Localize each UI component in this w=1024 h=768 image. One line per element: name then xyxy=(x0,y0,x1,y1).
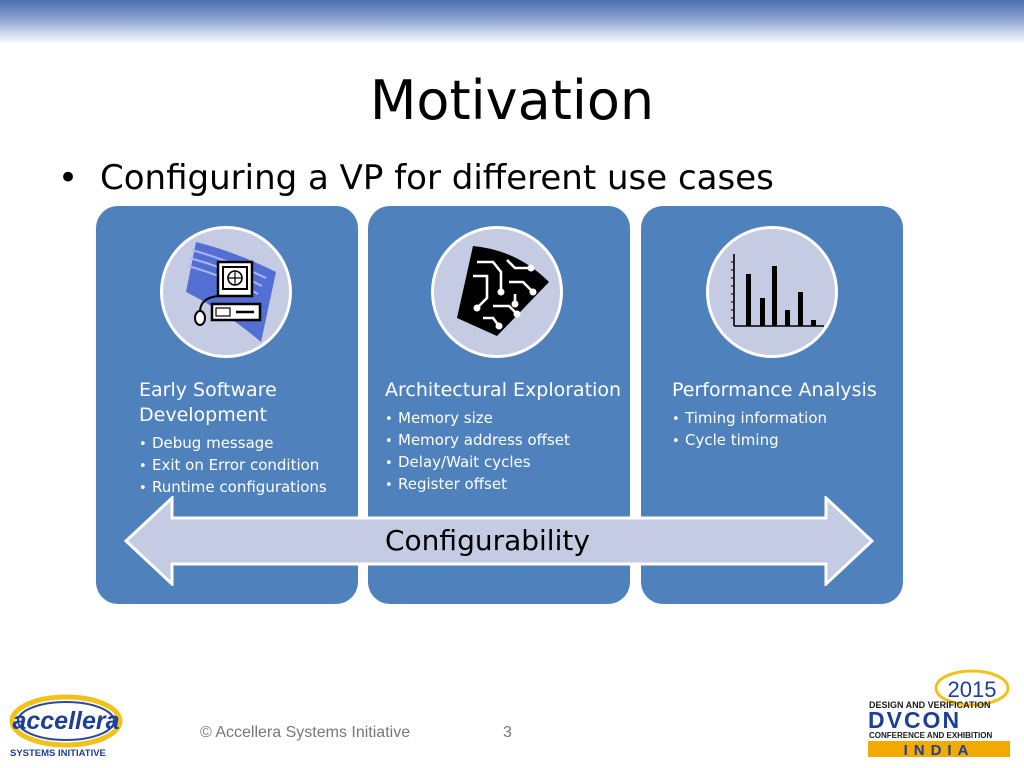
footer-copyright: © Accellera Systems Initiative xyxy=(200,724,411,741)
svg-text:2015: 2015 xyxy=(948,677,997,702)
main-bullet: • Configuring a VP for different use case… xyxy=(58,156,774,200)
computer-icon xyxy=(160,226,292,358)
slide-title: Motivation xyxy=(369,69,655,132)
list-item: Register offset xyxy=(385,474,570,496)
accellera-logo: accellera SYSTEMS INITIATIVE xyxy=(9,694,123,759)
card-list: Memory size Memory address offset Delay/… xyxy=(385,408,570,496)
svg-text:INDIA: INDIA xyxy=(904,742,975,759)
list-item: Runtime configurations xyxy=(139,477,327,499)
arrow-label: Configurability xyxy=(385,524,590,557)
svg-text:accellera: accellera xyxy=(12,707,119,735)
top-gradient-band xyxy=(0,0,1024,44)
list-item: Memory size xyxy=(385,408,570,430)
bar-chart-icon xyxy=(706,226,838,358)
main-bullet-text: Configuring a VP for different use cases xyxy=(100,158,774,198)
card-list: Debug message Exit on Error condition Ru… xyxy=(139,433,327,499)
svg-text:DVCON: DVCON xyxy=(868,707,961,733)
list-item: Debug message xyxy=(139,433,327,455)
card-title: Early Software Development xyxy=(139,378,277,428)
list-item: Timing information xyxy=(672,408,827,430)
card-title-line-2: Development xyxy=(139,404,267,426)
dvcon-india-logo: 2015 DESIGN AND VERIFICATION DVCON CONFE… xyxy=(868,669,1010,759)
bullet-dot: • xyxy=(58,158,79,198)
card-title: Architectural Exploration xyxy=(385,379,622,401)
svg-text:CONFERENCE AND EXHIBITION: CONFERENCE AND EXHIBITION xyxy=(869,731,992,740)
card-list: Timing information Cycle timing xyxy=(672,408,827,452)
page-number: 3 xyxy=(503,724,512,741)
svg-text:DESIGN AND VERIFICATION: DESIGN AND VERIFICATION xyxy=(869,700,991,710)
list-item: Exit on Error condition xyxy=(139,455,327,477)
card-title: Performance Analysis xyxy=(672,379,877,401)
svg-text:SYSTEMS INITIATIVE: SYSTEMS INITIATIVE xyxy=(10,748,106,759)
configurability-arrow xyxy=(124,496,874,586)
list-item: Cycle timing xyxy=(672,430,827,452)
list-item: Memory address offset xyxy=(385,430,570,452)
circuit-icon xyxy=(431,226,563,358)
list-item: Delay/Wait cycles xyxy=(385,452,570,474)
card-title-line-1: Early Software xyxy=(139,379,277,401)
